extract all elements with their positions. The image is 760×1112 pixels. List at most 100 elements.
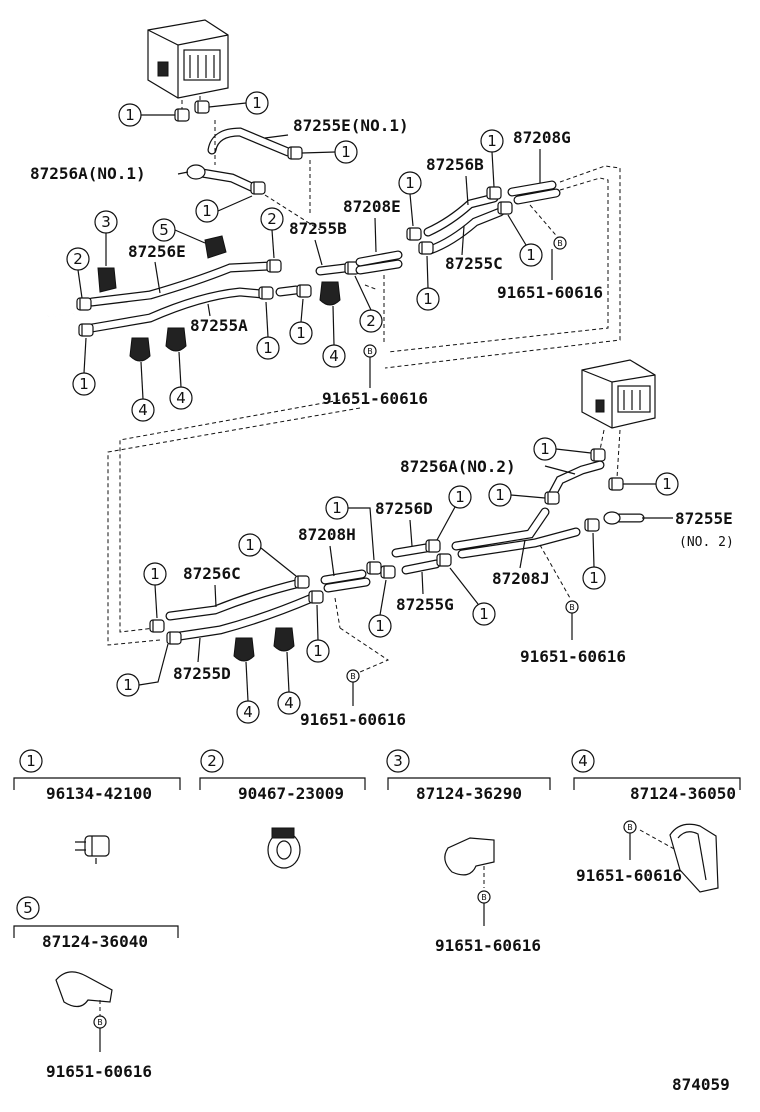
callout-1: 1: [398, 171, 422, 195]
svg-text:1: 1: [526, 246, 536, 264]
svg-text:1: 1: [79, 375, 89, 393]
svg-text:4: 4: [329, 347, 339, 365]
svg-text:1: 1: [341, 143, 351, 161]
svg-text:1: 1: [405, 174, 415, 192]
svg-text:1: 1: [455, 488, 465, 506]
label-bolt-lower-right: 91651-60616: [520, 647, 626, 666]
svg-text:4: 4: [176, 389, 186, 407]
callout-1: 1: [306, 639, 330, 663]
legend-4: 4 87124-36050 B 91651-60616: [571, 749, 741, 893]
svg-text:2: 2: [267, 210, 277, 228]
svg-text:1: 1: [375, 617, 385, 635]
legend-5-part: 87124-36040: [42, 932, 148, 951]
svg-text:1: 1: [589, 569, 599, 587]
legend-5-bolt: 91651-60616: [46, 1062, 152, 1081]
svg-text:4: 4: [243, 703, 253, 721]
callout-2: 2: [260, 207, 284, 231]
bolt-mark: B: [477, 890, 491, 904]
legend-2-part: 90467-23009: [238, 784, 344, 803]
callout-1: 1: [416, 287, 440, 311]
callout-4: 4: [169, 386, 193, 410]
svg-text:4: 4: [578, 752, 588, 770]
svg-text:1: 1: [296, 324, 306, 342]
label-87256A-no1: 87256A(NO.1): [30, 164, 146, 183]
callout-5: 5: [152, 218, 176, 242]
svg-text:2: 2: [73, 250, 83, 268]
callout-4: 4: [322, 344, 346, 368]
legend-1: 1 96134-42100: [13, 749, 181, 864]
bolt-mark: B: [623, 820, 637, 834]
callout-4: 4: [277, 691, 301, 715]
svg-text:1: 1: [540, 440, 550, 458]
legend-4-part: 87124-36050: [630, 784, 736, 803]
svg-text:B: B: [481, 893, 487, 902]
callout-1: 1: [238, 533, 262, 557]
svg-text:1: 1: [26, 752, 36, 770]
legend-3-bolt: 91651-60616: [435, 936, 541, 955]
svg-text:1: 1: [423, 290, 433, 308]
label-bolt-right: 91651-60616: [497, 283, 603, 302]
callout-1: 1: [72, 372, 96, 396]
svg-text:1: 1: [125, 106, 135, 124]
svg-text:B: B: [557, 239, 563, 248]
callout-1: 1: [325, 496, 349, 520]
label-87255B: 87255B: [289, 219, 347, 238]
callout-1: 1: [582, 566, 606, 590]
svg-text:1: 1: [263, 339, 273, 357]
heater-unit-top: [147, 19, 229, 99]
label-87255D: 87255D: [173, 664, 231, 683]
callout-1: 1: [289, 321, 313, 345]
diagram-id: 874059: [672, 1075, 730, 1094]
label-87256C: 87256C: [183, 564, 241, 583]
svg-text:1: 1: [479, 605, 489, 623]
callout-2: 2: [359, 309, 383, 333]
label-87255G: 87255G: [396, 595, 454, 614]
callout-1: 1: [143, 562, 167, 586]
bolt-mark: B: [363, 344, 377, 358]
callout-3: 3: [94, 210, 118, 234]
bolt-mark: B: [346, 669, 360, 683]
svg-text:2: 2: [366, 312, 376, 330]
label-87256B: 87256B: [426, 155, 484, 174]
bolt-mark: B: [93, 1015, 107, 1029]
svg-text:1: 1: [150, 565, 160, 583]
svg-text:B: B: [367, 347, 373, 356]
callout-1: 1: [256, 336, 280, 360]
callout-1: 1: [533, 437, 557, 461]
label-bolt-upper: 91651-60616: [322, 389, 428, 408]
svg-text:B: B: [569, 603, 575, 612]
svg-text:B: B: [350, 672, 356, 681]
callout-1: 1: [472, 602, 496, 626]
label-87208E: 87208E: [343, 197, 401, 216]
callout-1: 1: [195, 199, 219, 223]
callout-1: 1: [334, 140, 358, 164]
callout-4: 4: [131, 398, 155, 422]
label-87208H: 87208H: [298, 525, 356, 544]
legend-5: 5 87124-36040 B 91651-60616: [13, 896, 179, 1081]
svg-text:1: 1: [202, 202, 212, 220]
label-bolt-lower: 91651-60616: [300, 710, 406, 729]
svg-text:3: 3: [393, 752, 403, 770]
svg-text:B: B: [627, 823, 633, 832]
bolt-mark: B: [553, 236, 567, 250]
callout-1: 1: [488, 483, 512, 507]
label-87255E-no1: 87255E(NO.1): [293, 116, 409, 135]
callout-1: 1: [245, 91, 269, 115]
legend-4-bolt: 91651-60616: [576, 866, 682, 885]
svg-text:5: 5: [23, 899, 33, 917]
callout-4: 4: [236, 700, 260, 724]
callout-1: 1: [116, 673, 140, 697]
label-87256D: 87256D: [375, 499, 433, 518]
label-87255A: 87255A: [190, 316, 248, 335]
svg-text:1: 1: [662, 475, 672, 493]
callout-1: 1: [118, 103, 142, 127]
svg-text:5: 5: [159, 221, 169, 239]
callout-1: 1: [655, 472, 679, 496]
legend-2: 2 90467-23009: [199, 749, 366, 869]
bolt-mark: B: [565, 600, 579, 614]
legend-3: 3 87124-36290 B 91651-60616: [386, 749, 551, 955]
label-87208J: 87208J: [492, 569, 550, 588]
label-87256E: 87256E: [128, 242, 186, 261]
legend-3-part: 87124-36290: [416, 784, 522, 803]
